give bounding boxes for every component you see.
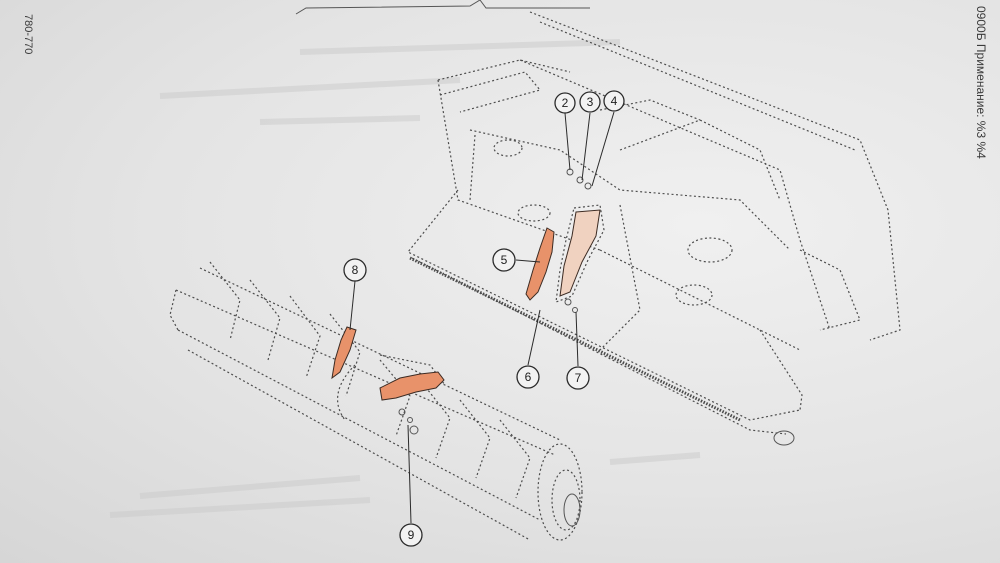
bracket-outline: [555, 168, 605, 313]
part-6-strip: [559, 209, 601, 297]
svg-text:4: 4: [611, 94, 618, 108]
page-tab-outline: [295, 0, 590, 15]
svg-text:6: 6: [525, 370, 532, 384]
callout-8: 8: [343, 258, 367, 282]
callout-6: 6: [516, 365, 540, 389]
svg-text:2: 2: [562, 96, 569, 110]
bleed-through-text: [109, 39, 701, 518]
callout-7: 7: [566, 366, 590, 390]
housing-frame: [407, 11, 901, 446]
part-5-blade: [525, 227, 555, 301]
svg-text:7: 7: [575, 371, 582, 385]
callout-4: 4: [603, 90, 625, 112]
rotor-drum: [169, 261, 583, 541]
callout-5: 5: [492, 248, 516, 272]
callout-3: 3: [579, 91, 601, 113]
svg-text:3: 3: [587, 95, 594, 109]
callout-2: 2: [554, 92, 576, 114]
part-9-blade: [379, 371, 445, 401]
svg-text:8: 8: [352, 263, 359, 277]
callout-9: 9: [399, 523, 423, 547]
leader-lines: [349, 111, 615, 524]
svg-text:5: 5: [501, 253, 508, 267]
svg-text:9: 9: [408, 528, 415, 542]
part-8-blade: [331, 326, 357, 380]
